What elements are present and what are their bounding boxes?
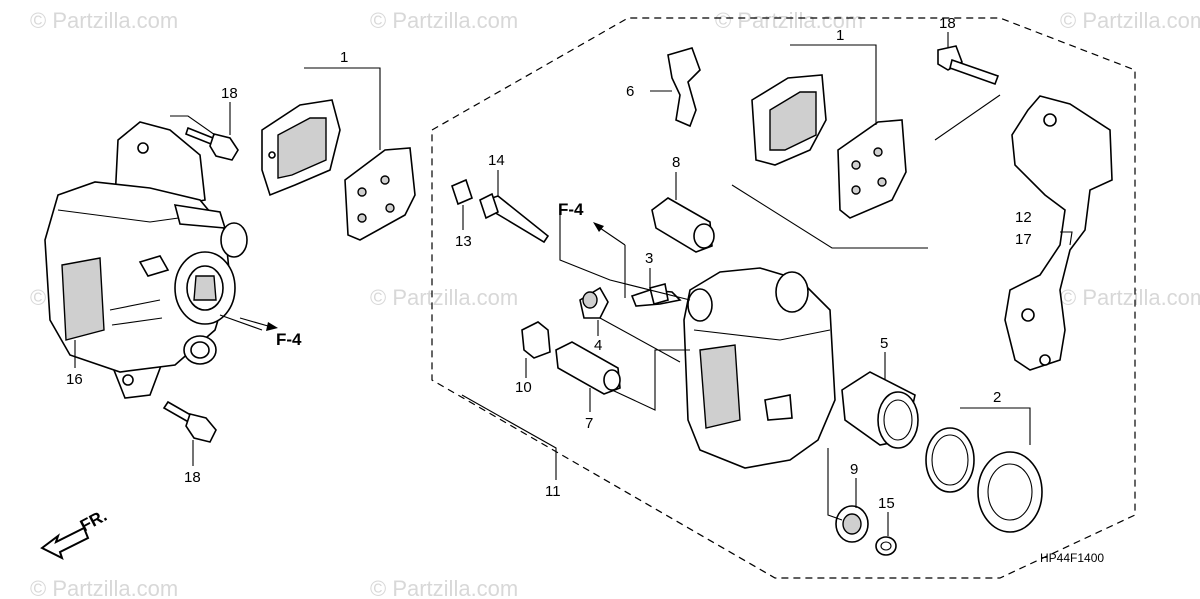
bolt-18-lower-left bbox=[162, 400, 217, 443]
watermark: © Partzilla.com bbox=[370, 285, 518, 310]
callout-18-lower-left: 18 bbox=[184, 469, 201, 486]
slide-pin-8 bbox=[651, 197, 715, 253]
callout-7: 7 bbox=[585, 415, 593, 432]
caliper-bracket-12-17 bbox=[1004, 95, 1113, 371]
brake-pad-1-left-b bbox=[344, 147, 416, 241]
brake-pad-1-right-b bbox=[837, 119, 907, 219]
watermark: © Partzilla.com bbox=[30, 576, 178, 599]
bolt-18-upper-left bbox=[185, 126, 239, 161]
front-direction-arrow: FR. bbox=[40, 506, 110, 560]
callout-3: 3 bbox=[645, 250, 653, 267]
callout-16: 16 bbox=[66, 371, 83, 388]
callout-1-right: 1 bbox=[836, 27, 844, 44]
callout-5: 5 bbox=[880, 335, 888, 352]
callout-17: 17 bbox=[1015, 231, 1032, 248]
watermark: © Partzilla.com bbox=[370, 8, 518, 33]
reference-f4-center: F-4 bbox=[558, 200, 584, 219]
callout-15: 15 bbox=[878, 495, 895, 512]
callout-labels: 1 1 2 3 4 5 6 7 8 9 10 11 12 13 14 15 16… bbox=[66, 15, 1032, 512]
slide-pin-14 bbox=[479, 192, 550, 244]
pad-spring-6 bbox=[667, 47, 701, 128]
seal-2-outer bbox=[977, 451, 1043, 533]
callout-13: 13 bbox=[455, 233, 472, 250]
washer-15 bbox=[875, 536, 897, 556]
callout-11: 11 bbox=[545, 483, 561, 500]
f4-arrow-left bbox=[239, 317, 278, 331]
seal-2-inner bbox=[925, 427, 975, 493]
callout-14: 14 bbox=[488, 152, 505, 169]
callout-4: 4 bbox=[594, 337, 602, 354]
callout-9: 9 bbox=[850, 461, 858, 478]
reference-f4-left: F-4 bbox=[276, 330, 302, 349]
slide-pin-7 bbox=[555, 341, 621, 395]
watermark: © Partzilla.com bbox=[715, 8, 863, 33]
bolt-18-upper-right bbox=[937, 45, 1000, 86]
pin-boot-13 bbox=[451, 178, 473, 206]
diagram-code: HP44F1400 bbox=[1040, 551, 1104, 565]
callout-18-upper-left: 18 bbox=[221, 85, 238, 102]
leader-lines bbox=[74, 32, 1073, 536]
callout-6: 6 bbox=[626, 83, 634, 100]
brake-pad-1-right-a bbox=[751, 74, 827, 166]
callout-2: 2 bbox=[993, 389, 1001, 406]
callout-10: 10 bbox=[515, 379, 532, 396]
cap-9 bbox=[835, 505, 869, 543]
watermark: © Partzilla.com bbox=[30, 8, 178, 33]
callout-1-left: 1 bbox=[340, 49, 348, 66]
boot-10 bbox=[521, 321, 551, 359]
caliper-assembly-boundary bbox=[431, 17, 1136, 579]
caliper-body-11 bbox=[683, 267, 836, 469]
callout-8: 8 bbox=[672, 154, 680, 171]
f4-arrow-center bbox=[593, 222, 626, 246]
bleed-cap-4 bbox=[579, 286, 609, 319]
brake-pad-1-left-a bbox=[261, 99, 341, 197]
caliper-assembly-16 bbox=[44, 121, 248, 399]
callout-12: 12 bbox=[1015, 209, 1032, 226]
callout-18-upper-right: 18 bbox=[939, 15, 956, 32]
watermark: © Partzilla.com bbox=[1060, 285, 1200, 310]
watermark: © Partzilla.com bbox=[1060, 8, 1200, 33]
watermark: © Partzilla.com bbox=[370, 576, 518, 599]
piston-5 bbox=[841, 371, 919, 449]
